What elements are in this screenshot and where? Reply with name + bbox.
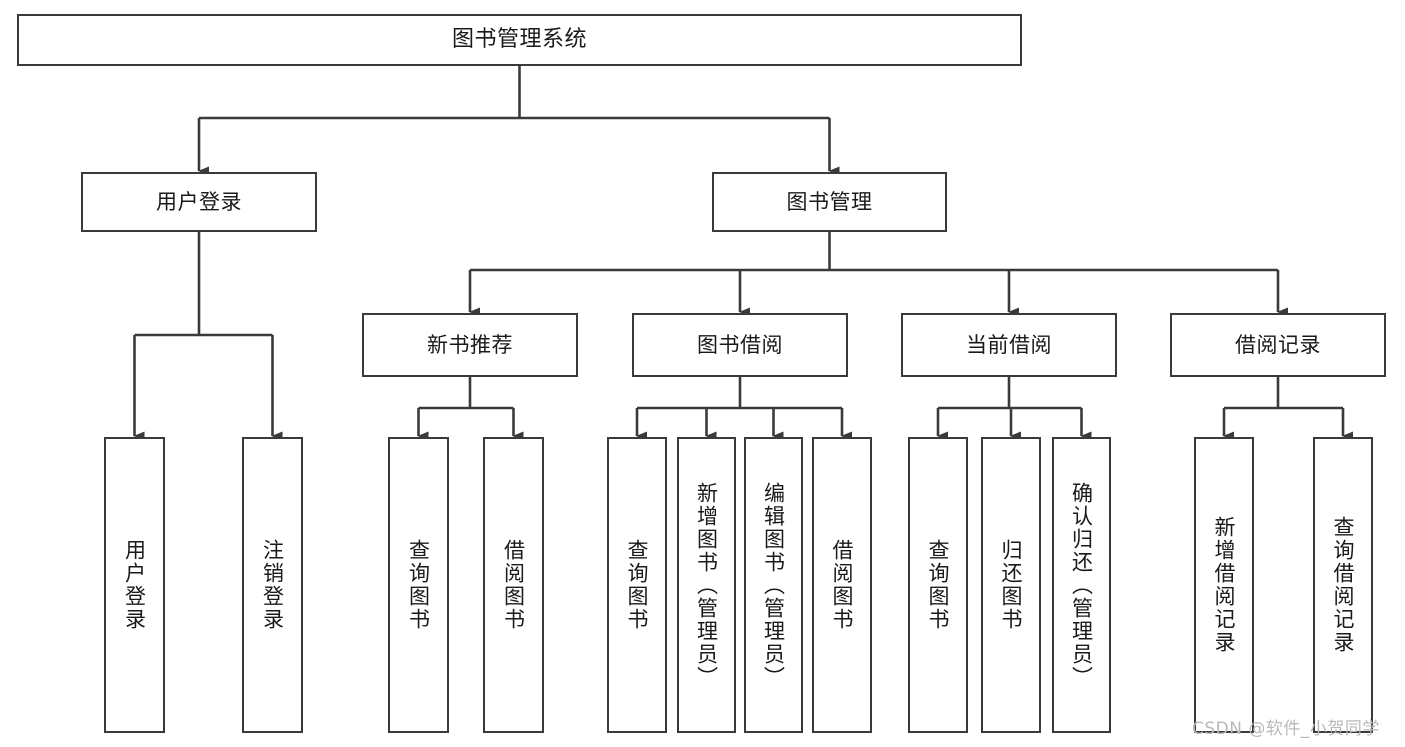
node-label: 借阅图书: [830, 539, 855, 631]
node-leaf-borrow-book-1[interactable]: 借阅图书: [483, 437, 544, 733]
node-label: 注销登录: [260, 539, 285, 631]
node-leaf-borrow-book-2[interactable]: 借阅图书: [812, 437, 872, 733]
node-label: 当前借阅: [966, 332, 1052, 357]
node-borrow-record[interactable]: 借阅记录: [1170, 313, 1386, 377]
node-leaf-edit-book-admin[interactable]: 编辑图书（管理员）: [744, 437, 803, 733]
node-label: 归还图书: [999, 539, 1024, 631]
node-label: 确认归还（管理员）: [1069, 481, 1094, 689]
node-label: 借阅记录: [1235, 332, 1321, 357]
node-label: 借阅图书: [501, 539, 526, 631]
node-user-login[interactable]: 用户登录: [81, 172, 317, 232]
node-leaf-logout-login[interactable]: 注销登录: [242, 437, 303, 733]
node-label: 编辑图书（管理员）: [761, 481, 786, 689]
watermark-label: CSDN @软件_小贺同学: [1192, 719, 1380, 739]
node-leaf-query-book-1[interactable]: 查询图书: [388, 437, 449, 733]
node-book-management[interactable]: 图书管理: [712, 172, 947, 232]
node-label: 查询图书: [406, 539, 431, 631]
node-label: 查询图书: [926, 539, 951, 631]
node-label: 用户登录: [156, 189, 242, 214]
node-label: 查询借阅记录: [1331, 516, 1356, 654]
node-book-borrow[interactable]: 图书借阅: [632, 313, 848, 377]
node-leaf-query-book-3[interactable]: 查询图书: [908, 437, 968, 733]
node-leaf-query-book-2[interactable]: 查询图书: [607, 437, 667, 733]
node-leaf-confirm-return-admin[interactable]: 确认归还（管理员）: [1052, 437, 1111, 733]
node-label: 新书推荐: [427, 332, 513, 357]
node-label: 图书借阅: [697, 332, 783, 357]
node-leaf-query-borrow-record[interactable]: 查询借阅记录: [1313, 437, 1373, 733]
node-leaf-add-book-admin[interactable]: 新增图书（管理员）: [677, 437, 736, 733]
node-label: 新增借阅记录: [1212, 516, 1237, 654]
node-leaf-return-book[interactable]: 归还图书: [981, 437, 1041, 733]
node-root-root[interactable]: 图书管理系统: [17, 14, 1022, 66]
node-label: 查询图书: [625, 539, 650, 631]
node-label: 新增图书（管理员）: [694, 481, 719, 689]
node-label: 图书管理: [786, 189, 873, 214]
node-new-book-recommend[interactable]: 新书推荐: [362, 313, 578, 377]
node-label: 用户登录: [122, 539, 147, 631]
node-leaf-user-login[interactable]: 用户登录: [104, 437, 165, 733]
node-current-borrow[interactable]: 当前借阅: [901, 313, 1117, 377]
node-leaf-add-borrow-record[interactable]: 新增借阅记录: [1194, 437, 1254, 733]
node-label: 图书管理系统: [451, 27, 587, 53]
